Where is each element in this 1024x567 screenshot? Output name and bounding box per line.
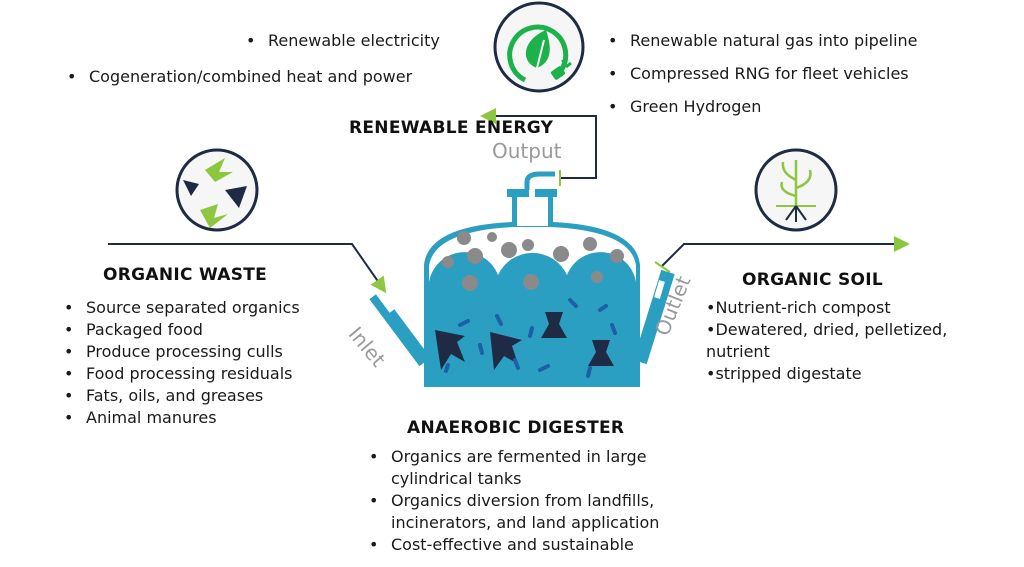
outlet-line [661,236,910,267]
energy-left-item: Renewable electricity [246,30,440,52]
energy-left-list-2: Cogeneration/combined heat and power [67,66,412,88]
output-label: Output [492,139,562,163]
digester-item: Organics are fermented in large cylindri… [369,446,701,490]
digester-tank [369,171,675,387]
renewable-energy-title: RENEWABLE ENERGY [349,118,554,138]
bacteria [444,298,617,378]
organic-waste-icon [175,148,259,232]
energy-right-item: Green Hydrogen [608,96,918,118]
waste-item: Produce processing culls [64,341,300,363]
output-line [480,108,597,179]
waste-item: Animal manures [64,407,300,429]
organic-waste-title: ORGANIC WASTE [103,265,268,285]
energy-right-item: Compressed RNG for fleet vehicles [608,63,918,85]
energy-left-item: Cogeneration/combined heat and power [67,66,412,88]
digester-item: Organics diversion from landfills, incin… [369,490,711,534]
digester-item: Cost-effective and sustainable [369,534,711,556]
energy-right-list: Renewable natural gas into pipeline Comp… [608,30,918,118]
waste-item: Food processing residuals [64,363,300,385]
organic-waste-list: Source separated organics Packaged food … [64,297,300,429]
renewable-energy-icon [493,1,585,93]
gas-bubbles [442,231,624,291]
waste-item: Source separated organics [64,297,300,319]
inlet-line [108,243,387,294]
energy-left-list-1: Renewable electricity [246,30,440,52]
soil-line: •Nutrient-rich compost [706,298,891,317]
soil-line: nutrient [706,342,770,361]
waste-item: Packaged food [64,319,300,341]
soil-line: •stripped digestate [706,364,862,383]
organic-soil-title: ORGANIC SOIL [742,270,884,290]
waste-item: Fats, oils, and greases [64,385,300,407]
soil-line: •Dewatered, dried, pelletized, [706,320,948,339]
anaerobic-digester-title: ANAEROBIC DIGESTER [407,418,625,438]
organic-soil-icon [754,148,838,232]
digester-list: Organics are fermented in large cylindri… [369,446,711,556]
energy-right-item: Renewable natural gas into pipeline [608,30,917,52]
